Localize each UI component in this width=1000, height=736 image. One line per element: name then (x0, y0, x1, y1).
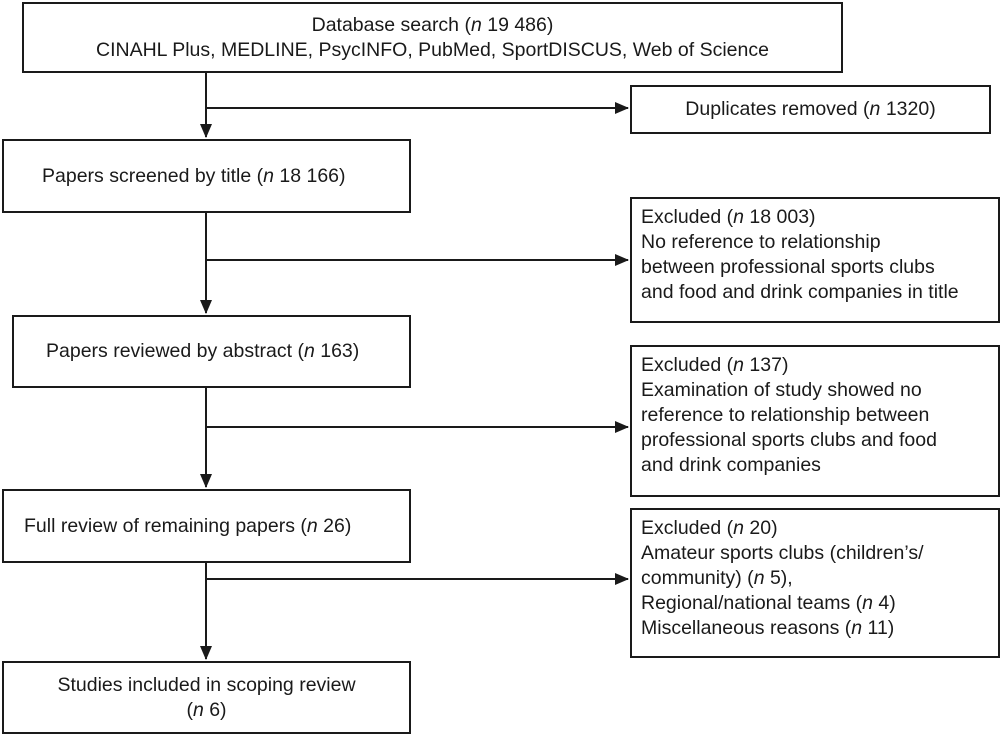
line-text: Miscellaneous reasons ( (641, 617, 852, 639)
line-text: community) ( (641, 567, 754, 589)
excluded-title-box: Excluded (n 18 003)No reference to relat… (630, 197, 1000, 323)
excluded-abstract-box: Excluded (n 137)Examination of study sho… (630, 345, 1000, 497)
sample-size-n: n (869, 98, 881, 120)
box-text-line: No reference to relationship (641, 230, 998, 255)
box-text-line: Examination of study showed no (641, 378, 998, 403)
line-text: Papers reviewed by abstract ( (46, 340, 304, 362)
line-text: reference to relationship between (641, 404, 930, 426)
box-text-line: Excluded (n 20) (641, 516, 998, 541)
box-text-line: (n 6) (4, 698, 409, 723)
box-text-line: Miscellaneous reasons (n 11) (641, 616, 998, 641)
line-count: 137) (744, 354, 789, 376)
papers-screened-box: Papers screened by title (n 18 166) (2, 139, 411, 213)
line-count: 18 003) (744, 206, 816, 228)
box-text-line: and food and drink companies in title (641, 280, 998, 305)
sample-size-n: n (263, 164, 274, 187)
line-count: 19 486) (481, 13, 554, 36)
excluded-full-review-box: Excluded (n 20)Amateur sports clubs (chi… (630, 508, 1000, 658)
box-text-line: Studies included in scoping review (4, 673, 409, 698)
line-count: 4) (873, 592, 896, 614)
sample-size-n: n (753, 567, 765, 589)
line-text: Excluded ( (641, 517, 734, 539)
line-text: Examination of study showed no (641, 379, 922, 401)
line-count: 20) (744, 517, 778, 539)
line-text: and food and drink companies in title (641, 281, 959, 303)
line-text: and drink companies (641, 454, 821, 476)
full-review-box: Full review of remaining papers (n 26) (2, 489, 411, 563)
studies-included-box: Studies included in scoping review(n 6) (2, 661, 411, 734)
sample-size-n: n (733, 354, 744, 376)
duplicates-removed-box: Duplicates removed (n 1320) (630, 85, 991, 134)
line-text: Full review of remaining papers ( (24, 514, 307, 537)
database-search-box: Database search (n 19 486)CINAHL Plus, M… (22, 2, 843, 73)
sample-size-n: n (306, 514, 318, 537)
box-text-line: Regional/national teams (n 4) (641, 591, 998, 616)
line-count: 26) (317, 514, 352, 537)
line-count: 5), (764, 567, 793, 589)
box-text-line: and drink companies (641, 453, 998, 478)
line-count: 1320) (880, 98, 936, 120)
box-text-line: Excluded (n 137) (641, 353, 998, 378)
sample-size-n: n (733, 517, 744, 539)
box-text-line: Full review of remaining papers (n 26) (24, 514, 409, 539)
line-text: Amateur sports clubs (children’s/ (641, 542, 924, 564)
sample-size-n: n (733, 206, 744, 228)
box-text-line: Papers reviewed by abstract (n 163) (46, 339, 409, 364)
box-text-line: Database search (n 19 486) (24, 13, 841, 38)
sample-size-n: n (851, 617, 863, 639)
line-count: 18 166) (273, 164, 346, 187)
sample-size-n: n (862, 592, 873, 614)
line-text: between professional sports clubs (641, 256, 935, 278)
line-text: CINAHL Plus, MEDLINE, PsycINFO, PubMed, … (96, 38, 769, 61)
box-text-line: professional sports clubs and food (641, 428, 998, 453)
line-text: Database search ( (311, 13, 471, 36)
sample-size-n: n (192, 698, 204, 721)
line-count: 6) (203, 698, 227, 721)
box-text-line: between professional sports clubs (641, 255, 998, 280)
box-text-line: Papers screened by title (n 18 166) (42, 164, 409, 189)
line-text: Excluded ( (641, 206, 734, 228)
line-count: 163) (314, 340, 360, 362)
box-text-line: CINAHL Plus, MEDLINE, PsycINFO, PubMed, … (24, 38, 841, 63)
line-text: Excluded ( (641, 354, 734, 376)
box-text-line: Excluded (n 18 003) (641, 205, 998, 230)
box-text-line: Duplicates removed (n 1320) (632, 97, 989, 122)
box-text-line: Amateur sports clubs (children’s/ (641, 541, 998, 566)
line-text: Papers screened by title ( (42, 164, 264, 187)
box-text-line: community) (n 5), (641, 566, 998, 591)
line-text: Studies included in scoping review (57, 673, 356, 696)
line-text: ( (186, 698, 193, 721)
sample-size-n: n (470, 13, 482, 36)
line-text: No reference to relationship (641, 231, 881, 253)
line-count: 11) (862, 617, 895, 639)
papers-abstract-box: Papers reviewed by abstract (n 163) (12, 315, 411, 388)
sample-size-n: n (303, 340, 315, 362)
line-text: professional sports clubs and food (641, 429, 937, 451)
line-text: Duplicates removed ( (685, 98, 870, 120)
line-text: Regional/national teams ( (641, 592, 863, 614)
box-text-line: reference to relationship between (641, 403, 998, 428)
